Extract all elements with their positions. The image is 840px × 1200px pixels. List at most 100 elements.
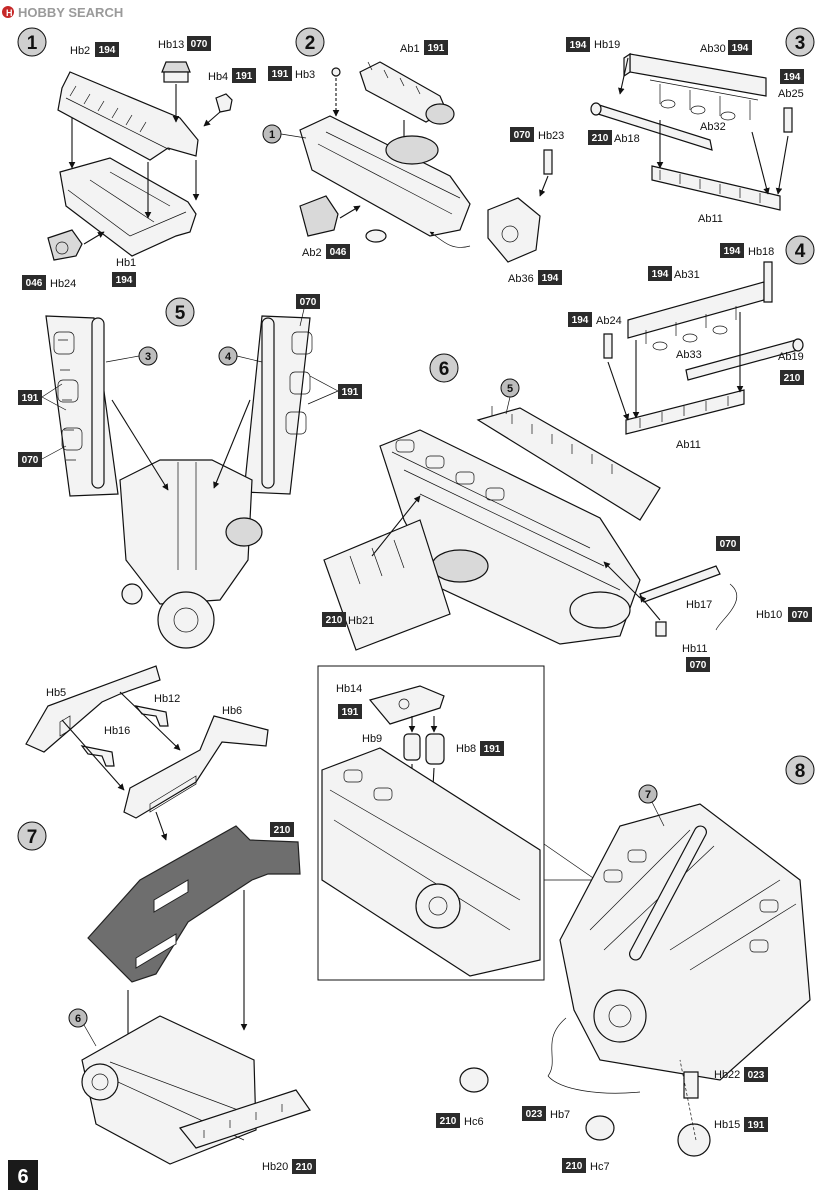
hb9-part — [403, 733, 421, 761]
code-hb3: 191 — [272, 69, 289, 80]
code-hb24: 046 — [26, 278, 43, 289]
step-5-badge — [165, 297, 195, 327]
step-1-number: 1 — [27, 33, 38, 54]
label-hb23: Hb23 — [538, 130, 564, 142]
step-6-number: 6 — [439, 359, 450, 380]
hb15-part — [677, 1123, 711, 1157]
code-hb19: 194 — [570, 40, 587, 51]
hb17-rod — [639, 565, 721, 603]
step-4-number: 4 — [795, 241, 806, 262]
hb8-part — [425, 733, 445, 765]
code-hb7: 023 — [526, 1109, 543, 1120]
ab11-tray — [651, 165, 781, 211]
step-8-number: 8 — [795, 761, 806, 782]
code-hb15: 191 — [748, 1120, 765, 1131]
step-1: 1 Hb2 194 Hb13 070 Hb4 191 Hb1 19 — [17, 27, 256, 290]
label-ab18: Ab18 — [614, 133, 640, 145]
hb22-part — [683, 1071, 699, 1099]
hb14-part — [368, 685, 445, 725]
code-hb4: 191 — [236, 71, 253, 82]
ab31-bar — [627, 281, 765, 339]
label-ab11-s3: Ab11 — [698, 213, 723, 225]
label-hb22: Hb22 — [714, 1069, 740, 1081]
label-hb13: Hb13 — [158, 39, 184, 51]
code-ab18: 210 — [592, 133, 609, 144]
label-ab36: Ab36 — [508, 273, 534, 285]
code-ab2: 046 — [330, 247, 347, 258]
code-hb13: 070 — [191, 39, 208, 50]
label-hb19: Hb19 — [594, 39, 620, 51]
label-hb24: Hb24 — [50, 278, 76, 290]
label-hb18: Hb18 — [748, 246, 774, 258]
hb2-cover — [57, 71, 199, 161]
code-hc7: 210 — [566, 1161, 583, 1172]
step-7: 7 210 6 Hb5 Hb12 Hb16 Hb6 Hb20 210 — [17, 665, 316, 1174]
step-6-badge — [429, 353, 459, 383]
label-ab2: Ab2 — [302, 247, 322, 259]
ab30-bar — [629, 53, 767, 97]
label-ab31: Ab31 — [674, 269, 700, 281]
label-ab30: Ab30 — [700, 43, 726, 55]
code-hb22: 023 — [748, 1070, 765, 1081]
code-hb8: 191 — [484, 744, 501, 755]
ab2-part — [299, 195, 339, 237]
label-ab19: Ab19 — [778, 351, 804, 363]
hb5-side — [25, 665, 161, 753]
page-number: 6 — [17, 1166, 28, 1188]
code-hb2: 194 — [99, 45, 116, 56]
step-6: 6 5 210 Hb21 070 Hb17 Hb10 070 — [322, 353, 812, 672]
code-ab24: 194 — [572, 315, 589, 326]
label-hb12: Hb12 — [154, 693, 180, 705]
step-1-badge — [17, 27, 47, 57]
step-7-badge — [17, 821, 47, 851]
ab25-part — [783, 107, 793, 133]
code-ab25: 194 — [784, 72, 801, 83]
code-hb20: 210 — [296, 1162, 313, 1173]
code-hc6: 210 — [440, 1116, 457, 1127]
label-hb7: Hb7 — [550, 1109, 570, 1121]
code-hb21: 210 — [326, 615, 343, 626]
ab11-tray-s4 — [625, 389, 745, 435]
ab24-part — [603, 333, 613, 359]
code-left-191: 191 — [22, 393, 39, 404]
code-hb10: 070 — [792, 610, 809, 621]
hb6-side — [123, 715, 269, 819]
substep-4-number: 4 — [225, 351, 232, 363]
label-hb15: Hb15 — [714, 1119, 740, 1131]
watermark-text: HOBBY SEARCH — [18, 5, 123, 20]
step-3-badge — [785, 27, 815, 57]
substep-1-number: 1 — [269, 129, 275, 141]
step-7-number: 7 — [27, 827, 38, 848]
code-hb18: 194 — [724, 246, 741, 257]
code-left-070: 070 — [22, 455, 39, 466]
label-hb17: Hb17 — [686, 599, 712, 611]
label-hb3: Hb3 — [295, 69, 315, 81]
code-ab1: 191 — [428, 43, 445, 54]
hb24-part — [47, 229, 83, 261]
label-hb14: Hb14 — [336, 683, 362, 695]
label-hb21: Hb21 — [348, 615, 374, 627]
code-hb11: 070 — [690, 660, 707, 671]
label-ab32: Ab32 — [700, 121, 726, 133]
label-hb16: Hb16 — [104, 725, 130, 737]
code-hb23: 070 — [514, 130, 531, 141]
hb7-hose — [547, 1075, 641, 1094]
step-5: 5 3 4 191 070 070 — [18, 294, 362, 649]
step-3-number: 3 — [795, 33, 806, 54]
hb10-pipe — [715, 583, 738, 631]
label-hb5: Hb5 — [46, 687, 66, 699]
step-8-badge — [785, 755, 815, 785]
label-ab24: Ab24 — [596, 315, 622, 327]
step-4-badge — [785, 235, 815, 265]
substep-6-badge — [68, 1008, 88, 1028]
label-hb10: Hb10 — [756, 609, 782, 621]
label-hb8: Hb8 — [456, 743, 476, 755]
substep-7-number: 7 — [645, 789, 651, 801]
ab36-part — [487, 197, 541, 263]
engine-frame — [87, 825, 301, 983]
hc6-part — [459, 1067, 489, 1093]
label-hb11: Hb11 — [682, 643, 707, 655]
hc7-part — [585, 1115, 615, 1141]
step5-engine-block — [119, 459, 253, 605]
substep-3-number: 3 — [145, 351, 151, 363]
